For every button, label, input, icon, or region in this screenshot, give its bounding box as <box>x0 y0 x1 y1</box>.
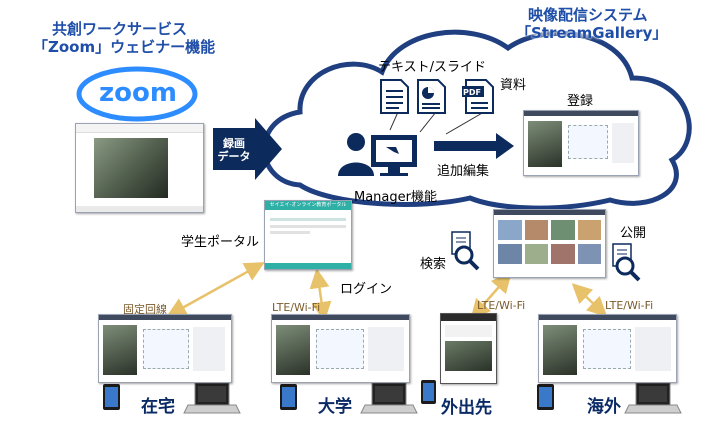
stream-title-line2: 「StreamGallery」 <box>516 24 668 42</box>
abroad-place-label: 海外 <box>587 397 621 417</box>
home-tablet-icon <box>103 384 120 410</box>
login-label: ログイン <box>340 282 393 297</box>
zoom-recording-thumbnail <box>75 123 204 213</box>
edit-to-register-arrow <box>434 133 514 159</box>
student-portal-label: 学生ポータル <box>181 235 260 250</box>
univ-laptop-icon <box>360 382 418 414</box>
edit-label: 追加編集 <box>437 164 490 179</box>
recording-label-line2: データ <box>217 150 251 163</box>
recording-data-arrow <box>213 118 282 180</box>
portal-header: セイエイ-オンライン教育ポータル <box>265 201 351 210</box>
abroad-network-label: LTE/Wi-Fi <box>605 299 654 312</box>
shiryou-label: 資料 <box>500 78 527 93</box>
stream-published-screen <box>493 209 606 278</box>
search-magnifier-icon <box>451 231 480 271</box>
recording-label-line1: 録画 <box>223 137 245 150</box>
slide-document-icon <box>417 79 446 114</box>
manager-label: Manager機能 <box>354 190 437 205</box>
out-access-phone-screen <box>440 313 497 384</box>
student-portal-screen: セイエイ-オンライン教育ポータル <box>264 200 352 270</box>
pdf-document-icon <box>462 79 494 114</box>
materials-label: テキスト/スライド <box>378 60 486 75</box>
abroad-tablet-icon <box>537 384 554 410</box>
zoom-title-line2: 「Zoom」ウェビナー機能 <box>33 38 216 56</box>
publish-magnifier-icon <box>612 243 641 282</box>
stream-registered-thumbnail <box>523 110 639 176</box>
pdf-tag: PDF <box>463 88 481 97</box>
home-laptop-icon <box>183 382 241 414</box>
zoom-logo-text: zoom <box>99 78 177 108</box>
out-place-label: 外出先 <box>441 398 492 418</box>
univ-place-label: 大学 <box>318 397 352 417</box>
docs-to-manager-arrows <box>389 111 485 135</box>
abroad-laptop-icon <box>624 382 682 414</box>
search-label: 検索 <box>420 257 447 272</box>
out-tablet-icon <box>421 380 436 404</box>
manager-person-icon <box>338 133 374 176</box>
zoom-title-line1: 共創ワークサービス <box>52 20 188 38</box>
univ-tablet-icon <box>280 384 297 410</box>
lecture-video-frame <box>94 138 168 198</box>
manager-monitor-icon <box>371 135 417 176</box>
out-network-label: LTE/Wi-Fi <box>477 299 526 312</box>
publish-label: 公開 <box>620 226 647 241</box>
recording-data-label: 録画 データ <box>216 137 252 163</box>
univ-network-label: LTE/Wi-Fi <box>272 301 321 314</box>
home-access-screen <box>98 314 232 383</box>
text-document-icon <box>380 79 409 114</box>
home-place-label: 在宅 <box>141 397 175 417</box>
home-network-label: 固定回線 <box>123 303 167 316</box>
univ-access-screen <box>271 314 410 383</box>
zoom-logo <box>76 66 198 122</box>
stream-title-line1: 映像配信システム <box>528 6 648 24</box>
register-label: 登録 <box>567 94 594 109</box>
abroad-access-screen <box>538 314 677 383</box>
connector-arrows <box>166 262 608 322</box>
